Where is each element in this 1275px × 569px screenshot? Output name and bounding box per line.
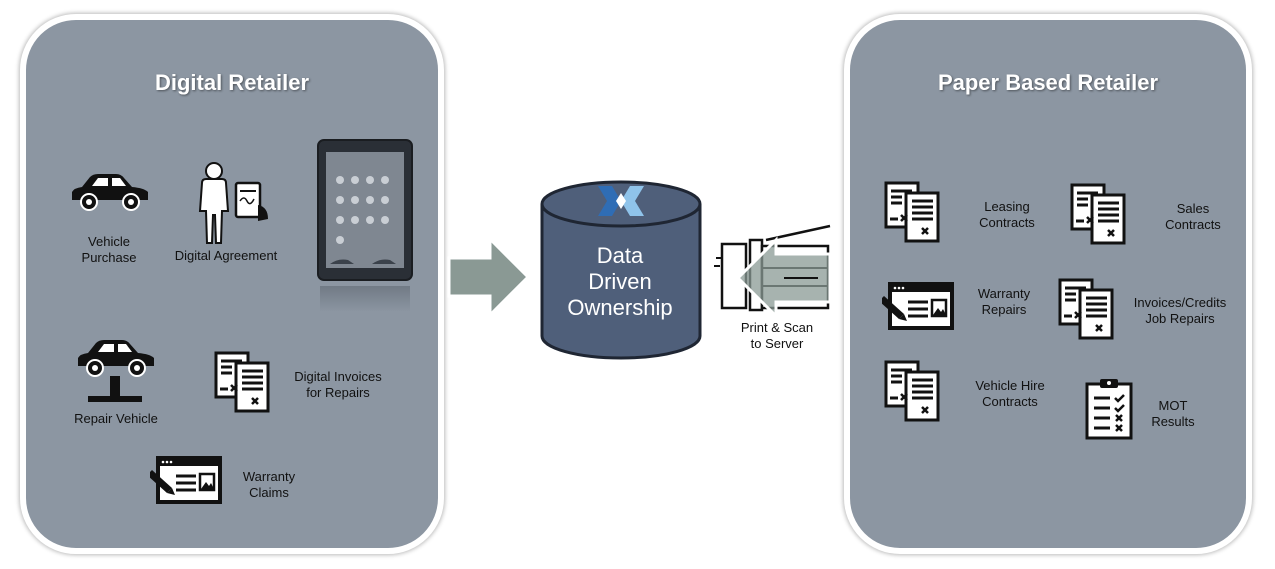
- car-lift-icon: [74, 338, 158, 404]
- document-icon: [214, 351, 274, 415]
- print-scan-label: Print & Scan to Server: [740, 320, 814, 351]
- mot-results-label: MOT Results: [1151, 398, 1195, 429]
- sales-document-icon: [1070, 183, 1130, 247]
- invoices-document-icon: [1058, 278, 1118, 342]
- warranty-claims-label: Warranty Claims: [242, 469, 296, 500]
- leasing-contracts-label: Leasing Contracts: [979, 199, 1035, 230]
- paper-retailer-title: Paper Based Retailer: [937, 70, 1159, 95]
- leasing-document-icon: [884, 181, 944, 245]
- clipboard-checklist-icon: [1084, 378, 1134, 440]
- web-form-icon: [150, 456, 226, 508]
- repair-vehicle-label: Repair Vehicle: [74, 411, 158, 426]
- sales-contracts-label: Sales Contracts: [1165, 201, 1221, 232]
- vehicle-hire-contracts-label: Vehicle Hire Contracts: [975, 378, 1045, 409]
- person-signing-tablet-icon: [190, 161, 272, 247]
- digital-retailer-title: Digital Retailer: [154, 70, 310, 95]
- digital-invoices-label: Digital Invoices for Repairs: [294, 369, 382, 400]
- warranty-form-icon: [882, 282, 958, 334]
- data-driven-ownership-label: Data Driven Ownership: [567, 243, 673, 320]
- database-icon: [540, 180, 702, 362]
- invoices-credits-label: Invoices/Credits Job Repairs: [1133, 295, 1227, 326]
- printer-scanner-icon: [712, 224, 834, 316]
- warranty-repairs-label: Warranty Repairs: [977, 286, 1031, 317]
- digital-agreement-label: Digital Agreement: [174, 248, 278, 263]
- vehicle-hire-document-icon: [884, 360, 944, 424]
- car-icon: [70, 172, 150, 212]
- digital-retailer-panel: Digital Retailer: [20, 14, 444, 554]
- vehicle-purchase-label: Vehicle Purchase: [81, 234, 137, 265]
- right-arrow-icon: [446, 236, 532, 318]
- tablet-device-icon: [316, 138, 416, 318]
